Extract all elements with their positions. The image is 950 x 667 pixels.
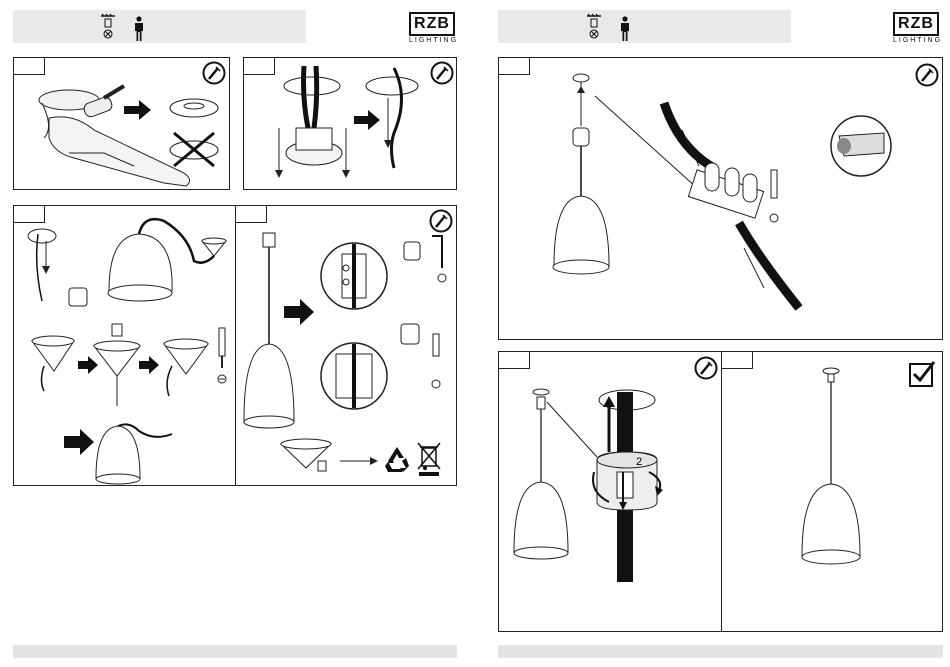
brand-logo: RZB LIGHTING (893, 12, 939, 44)
drill-illustration (14, 58, 231, 191)
logo-mark: RZB (409, 12, 455, 36)
person-icon (132, 16, 146, 42)
left-footer-bar (13, 645, 457, 658)
step-1-panel (13, 57, 230, 190)
cable-removal-illustration (244, 58, 458, 191)
step-2-panel (243, 57, 457, 190)
person-icon (618, 16, 632, 42)
logo-subtitle: LIGHTING (409, 37, 455, 44)
wire-connection-illustration (499, 58, 944, 341)
right-footer-bar (498, 645, 943, 658)
finished-lamp-illustration (722, 352, 944, 633)
step-5-panel (498, 57, 943, 340)
right-header-bar (498, 10, 791, 43)
ceiling-mount-icon (586, 14, 602, 42)
step-7-panel (721, 351, 943, 632)
step-6-panel: 2 (498, 351, 722, 632)
cable-fixing-illustration: 2 (499, 352, 723, 633)
left-header-bar (13, 10, 306, 43)
crossed-bin-icon (416, 440, 442, 476)
brand-logo: RZB LIGHTING (409, 12, 455, 44)
step-3-panel (13, 205, 236, 486)
step-4-panel (235, 205, 457, 486)
logo-mark: RZB (893, 12, 939, 36)
rotation-label: 2 (636, 456, 642, 468)
logo-subtitle: LIGHTING (893, 37, 939, 44)
ceiling-mount-icon (100, 14, 116, 42)
recycle-icon (382, 444, 412, 474)
lamp-disassembly-illustration (14, 206, 237, 487)
